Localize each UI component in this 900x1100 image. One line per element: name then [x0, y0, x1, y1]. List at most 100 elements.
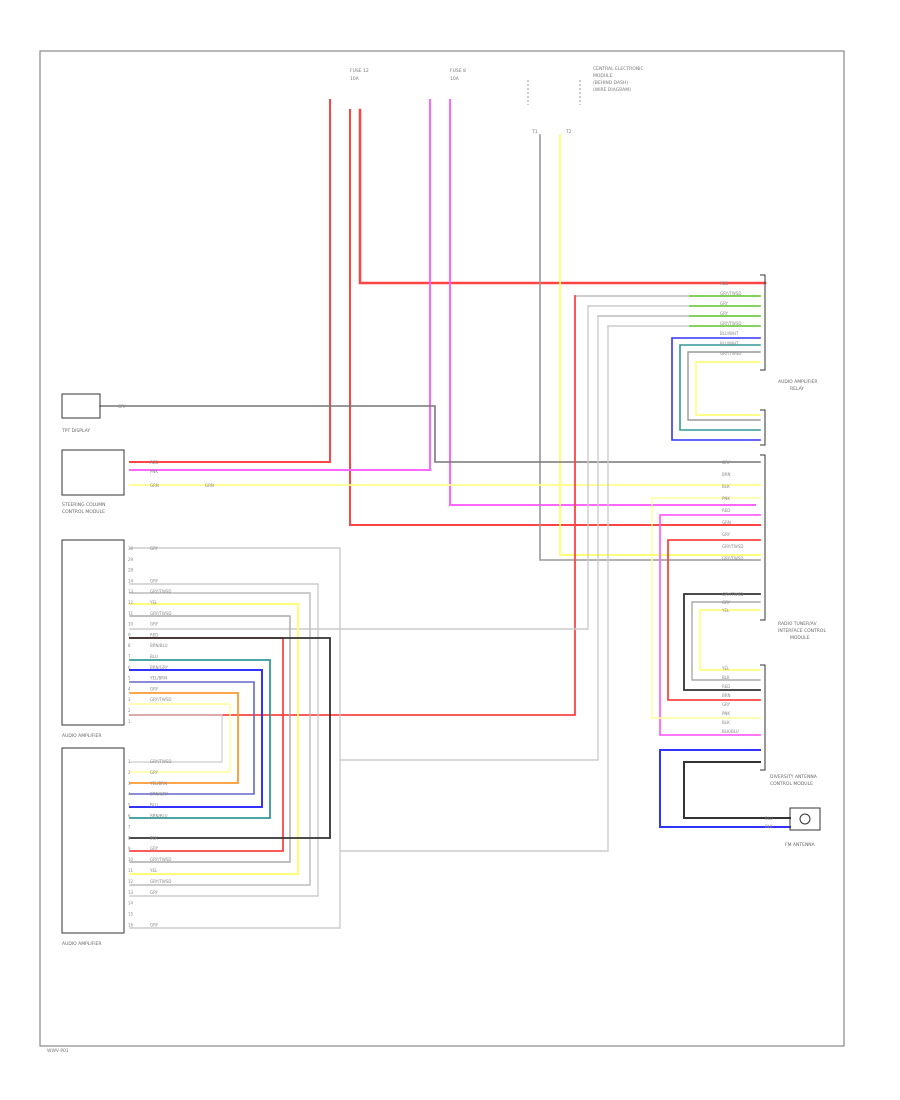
amp-upper-wire-label: YEL: [149, 600, 158, 605]
steering-label-1: STEERING COLUMN: [62, 502, 106, 508]
amp-lower-pin: 4: [128, 792, 131, 797]
fm-antenna-box: [789, 807, 821, 831]
amp-lower-wire-label: GRY/TWSD: [150, 879, 171, 884]
components: [61, 80, 821, 934]
labels: FUSE 12 10A FUSE 8 10A CENTRAL ELECTRONI…: [47, 66, 826, 1054]
antenna-amp-connector: [760, 664, 766, 771]
antenna-wire-label: BLK/BLU: [722, 729, 739, 734]
wire-gray-relay-loop: [687, 351, 761, 421]
amp-upper-pin: 8: [128, 643, 131, 648]
fuse-left-rating: 10A: [350, 76, 360, 82]
amp-lower-pin: 11: [128, 868, 134, 873]
fm-wire-label: BLU: [765, 816, 773, 821]
amp-upper-pin: 10: [128, 622, 134, 627]
wire-red-fuse-left-2: [349, 109, 761, 526]
amp-lower-pin: 8: [128, 835, 131, 840]
amp-lower-pin: 12: [128, 879, 134, 884]
amp-upper-pin: 4: [128, 686, 131, 691]
amp-upper-pin: 11: [128, 611, 134, 616]
wire-gray-amp-link-5: [129, 714, 223, 763]
wire-pink-fuse-right-1: [129, 99, 431, 471]
amp-upper-wire-label: GRY: [150, 546, 159, 551]
radio-control-label-1: RADIO TUNER/AV: [778, 621, 817, 627]
amp-lower-pin: 16: [128, 923, 134, 928]
relay-wire-label: GRY/TWSD: [720, 351, 741, 356]
fm-wire-label: BLK: [765, 824, 773, 829]
amp-upper-wire-label: BLU: [150, 654, 158, 659]
cem-title-line-1: CENTRAL ELECTRONIC: [593, 66, 644, 72]
amp-lower-wire-label: GRY/TWSD: [150, 759, 171, 764]
cem-title-line-4: (WIRE DIAGRAM): [593, 87, 631, 93]
wire-yellow-radio-loop-2: [699, 609, 761, 671]
radio-wire-label: GRY: [722, 460, 731, 465]
cem-pin-2: T2: [565, 129, 572, 135]
wire-red-fuse-left-3: [358, 108, 767, 285]
amp-lower-pin: 7: [128, 824, 131, 829]
amp-upper-pin: 12: [128, 600, 134, 605]
steering-label-2: CONTROL MODULE: [62, 509, 105, 515]
relay-wire-label: BLU/WHT: [720, 331, 739, 336]
relay-wire-label: BLU/WHT: [720, 341, 739, 346]
amp-upper-pin: 1: [128, 719, 131, 724]
wire-red-amp-upper: [129, 295, 576, 716]
antenna-wire-label: YEL: [721, 666, 730, 671]
amp-upper-wire-label: BRN/GRY: [150, 665, 168, 670]
amp-lower-wire-label: YEL/BRN: [149, 781, 167, 786]
antenna-wire-label: BLK: [722, 720, 730, 725]
wire-gray-amp-link-4: [129, 615, 291, 863]
radio-lower-wire-label: GRY: [722, 600, 731, 605]
relay-wire-labels: REDGRY/TWSDGRYGRYGRY/TWSDBLU/WHTBLU/WHTG…: [720, 281, 741, 356]
amp-upper-pin: 7: [128, 654, 131, 659]
wire-yellow-radio-loop: [651, 497, 761, 719]
wire-pink-radio-loop: [659, 514, 761, 736]
radio-wire-label: GRY/TWSD: [722, 556, 743, 561]
amp-lower-pin: 14: [128, 901, 134, 906]
antenna-wire-label: BLK: [722, 675, 730, 680]
amp-lower-pin: 1: [128, 759, 131, 764]
amp-upper-wire-label: YEL/BRN: [149, 676, 167, 681]
amp-upper-pin: 30: [128, 546, 134, 551]
wire-teal-amp-link: [129, 659, 271, 819]
amp-lower-wire-label: GRY: [150, 770, 159, 775]
amp-lower-pin: 5: [128, 803, 131, 808]
radio-connector: [760, 454, 766, 621]
amp-upper-wire-label: GRY: [150, 622, 159, 627]
wire-gray-amp-upper-2: [339, 315, 599, 761]
antenna-amp-label-2: CONTROL MODULE: [770, 781, 813, 787]
relay-wire-label: GRY/TWSD: [720, 291, 741, 296]
amp-upper-pin: 9: [128, 632, 131, 637]
wire-yellow-relay-loop: [695, 361, 761, 416]
amp-lower-wire-label: BRN/BLU: [150, 814, 168, 819]
cem-title-line-3: (BEHIND DASH): [593, 80, 628, 86]
wire-pink-fuse-right-2: [449, 99, 756, 506]
radio-wire-label: GRY: [722, 532, 731, 537]
radio-lower-wire-label: YEL: [721, 608, 730, 613]
amp-upper-wire-label: GRY/TWSD: [150, 589, 171, 594]
wire-red-fuse-left-1: [129, 99, 331, 463]
amp-lower-pin: 3: [128, 781, 131, 786]
relay-wire-label: GRY: [720, 301, 729, 306]
wire-black-amp-link: [129, 637, 331, 839]
audio-relay-label-1: AUDIO AMPLIFIER: [778, 379, 818, 385]
cem-dashed-box: [527, 80, 581, 105]
amp-upper-wire-label: GRY/TWSD: [150, 611, 171, 616]
amp-upper-pin: 6: [128, 665, 131, 670]
relay-wire-label: GRY: [720, 311, 729, 316]
wire-red-radio-loop: [667, 539, 761, 701]
wire-blue-fm: [659, 749, 791, 828]
steering-wire-1: RED: [150, 460, 158, 465]
amp-lower-pin: 2: [128, 770, 131, 775]
amp-lower-wire-label: GRY: [150, 923, 159, 928]
amp-lower-wire-label: BLK: [150, 835, 158, 840]
wire-gray-amp-link-3: [129, 592, 311, 886]
wire-gray-amp-lower: [339, 325, 609, 852]
page-reference: WWV-P01: [47, 1048, 69, 1054]
amp-lower-pin: 6: [128, 814, 131, 819]
radio-wire-label: RED: [722, 508, 730, 513]
radio-wire-label: PNK: [722, 496, 730, 501]
wire-blue-relay-loop: [671, 337, 761, 441]
